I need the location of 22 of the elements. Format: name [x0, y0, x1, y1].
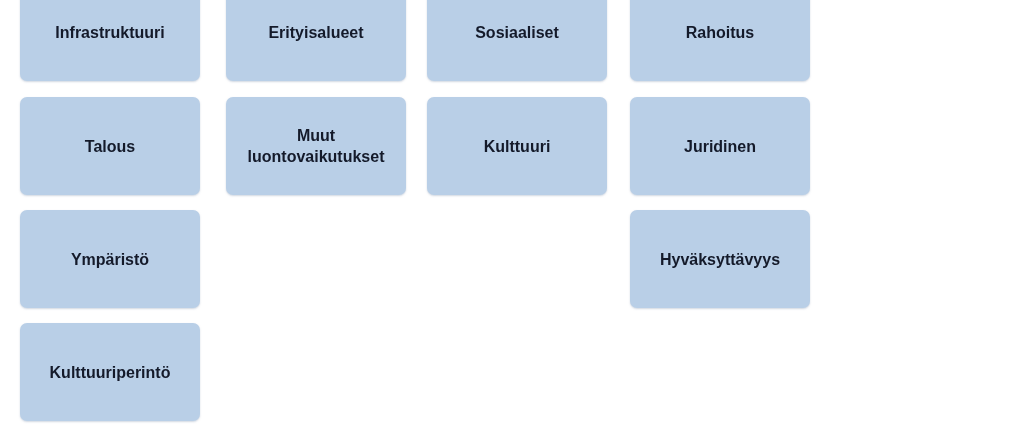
- category-box: [20, 97, 200, 195]
- category-label: Rahoitus: [685, 22, 755, 43]
- category-box: [226, 97, 406, 195]
- category-label: Sosiaaliset: [475, 22, 559, 43]
- category-box: [226, 0, 406, 81]
- category-label: Ympäristö: [70, 249, 150, 270]
- category-label: Kulttuuri: [483, 136, 551, 157]
- category-label: Hyväksyttävyys: [659, 249, 781, 270]
- category-box: [20, 210, 200, 308]
- category-label: Infrastruktuuri: [55, 22, 165, 43]
- category-box: [20, 0, 200, 81]
- category-label: Juridinen: [684, 136, 756, 157]
- category-label: Kulttuuriperintö: [49, 362, 171, 383]
- category-box: [630, 210, 810, 308]
- category-box: [630, 0, 810, 81]
- category-box: [630, 97, 810, 195]
- category-box: [427, 0, 607, 81]
- category-box: [427, 97, 607, 195]
- category-label: Erityisalueet: [268, 22, 364, 43]
- category-box: [20, 323, 200, 421]
- category-label: Talous: [84, 136, 136, 157]
- category-label: Muut luontovaikutukset: [246, 126, 386, 167]
